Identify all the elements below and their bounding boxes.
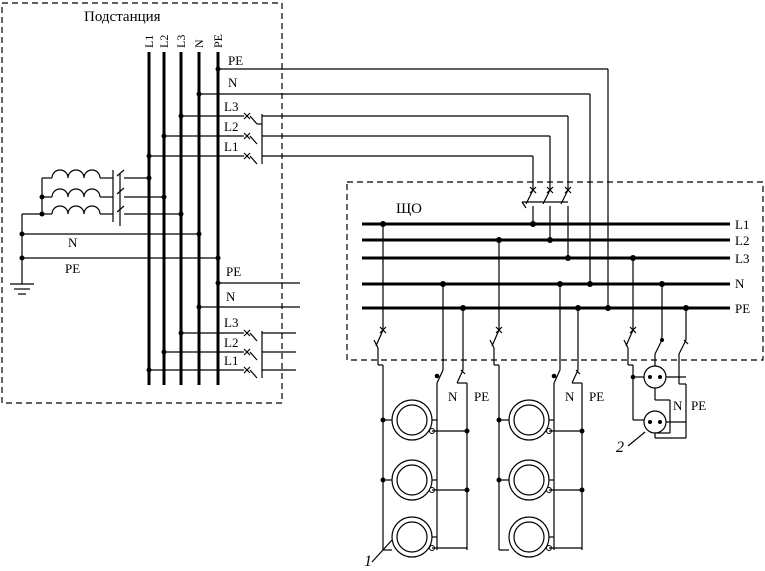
lamp-icon: [380, 399, 470, 441]
bus-label-l1: L1: [142, 35, 156, 48]
feeder-top-pe: PE: [228, 53, 243, 68]
feeder-top-l3: L3: [224, 99, 238, 114]
callout-1: 1: [364, 553, 372, 570]
feeder-top-n: N: [228, 75, 238, 90]
group-3-pe-label: PE: [691, 398, 706, 413]
group-1-n-label: N: [448, 389, 458, 404]
socket-icon: [643, 362, 667, 389]
lamp-icon: [391, 516, 435, 558]
callout-1-leader: [371, 539, 393, 563]
feeder-bottom-l1: L1: [224, 353, 238, 368]
bus-label-l3: L3: [174, 35, 188, 48]
lamp-icon: [496, 399, 585, 441]
feeder-bottom-pe: PE: [226, 264, 241, 279]
lamp-group-1: N PE 1: [364, 348, 489, 570]
group-3-n-label: N: [673, 398, 683, 413]
panel-title: ЩО: [396, 201, 422, 217]
panel-label-l1: L1: [735, 217, 749, 232]
main-breaker: [108, 169, 184, 226]
callout-2-leader: [627, 431, 646, 447]
socket-group: N PE 2: [616, 348, 706, 456]
transformer-coils: [19, 169, 108, 280]
feeder-top-l1: L1: [224, 139, 238, 154]
group-2-pe-label: PE: [589, 389, 604, 404]
lamp-icon: [496, 459, 585, 501]
bus-label-n: N: [192, 39, 206, 48]
feeder-bottom: PE N L3 L2 L1: [146, 264, 300, 379]
group-2-n-label: N: [565, 389, 575, 404]
callout-2: 2: [616, 439, 624, 456]
panel-label-l3: L3: [735, 251, 749, 266]
socket-icon: [643, 410, 667, 434]
lighting-panel: ЩО L1 L2 L3 N PE: [346, 181, 764, 370]
feeder-top-l2: L2: [224, 119, 238, 134]
group-1-pe-label: PE: [474, 389, 489, 404]
substation-block: Подстанция L1 L2 L3 N PE: [1, 2, 300, 404]
panel-boundary: [346, 181, 764, 361]
bus-label-l2: L2: [157, 35, 171, 48]
panel-label-pe: PE: [735, 301, 750, 316]
feeder-top: PE N L3 L2 L1: [146, 53, 284, 165]
bus-label-pe: PE: [211, 34, 225, 48]
feeder-bottom-n: N: [226, 289, 236, 304]
substation-title: Подстанция: [84, 9, 161, 25]
feeder-bottom-l2: L2: [224, 335, 238, 350]
ground-icon: [10, 280, 34, 295]
lamp-group-2: N PE: [493, 348, 604, 558]
substation-boundary: [1, 2, 283, 404]
panel-label-n: N: [735, 276, 745, 291]
feeder-cable: [284, 68, 609, 308]
lamp-icon: [380, 459, 470, 501]
feeder-bottom-l3: L3: [224, 315, 238, 330]
lamp-icon: [508, 516, 552, 558]
substation-n-label: N: [68, 235, 78, 250]
substation-pe-label: PE: [65, 261, 80, 276]
panel-label-l2: L2: [735, 233, 749, 248]
